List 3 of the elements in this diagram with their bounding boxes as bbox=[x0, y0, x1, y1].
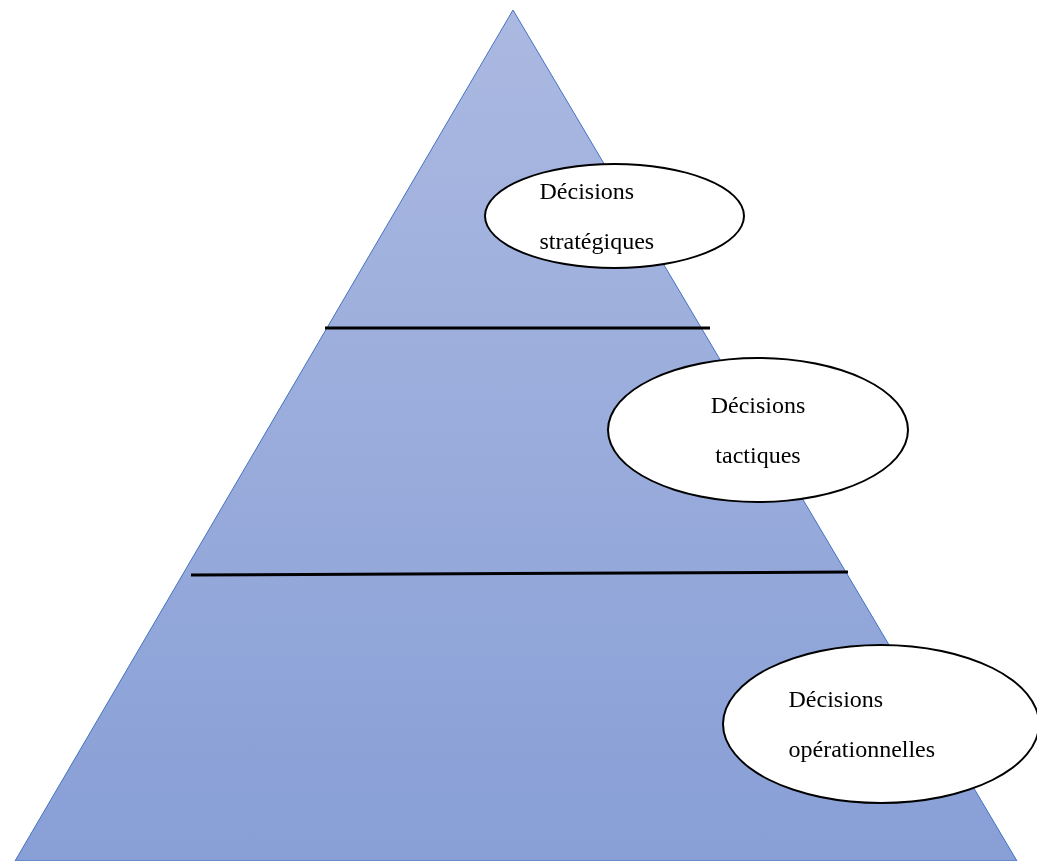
level-label: Décisions tactiques bbox=[709, 391, 807, 470]
level-label: Décisions opérationnelles bbox=[788, 685, 937, 764]
level-label: Décisions stratégiques bbox=[539, 177, 656, 256]
